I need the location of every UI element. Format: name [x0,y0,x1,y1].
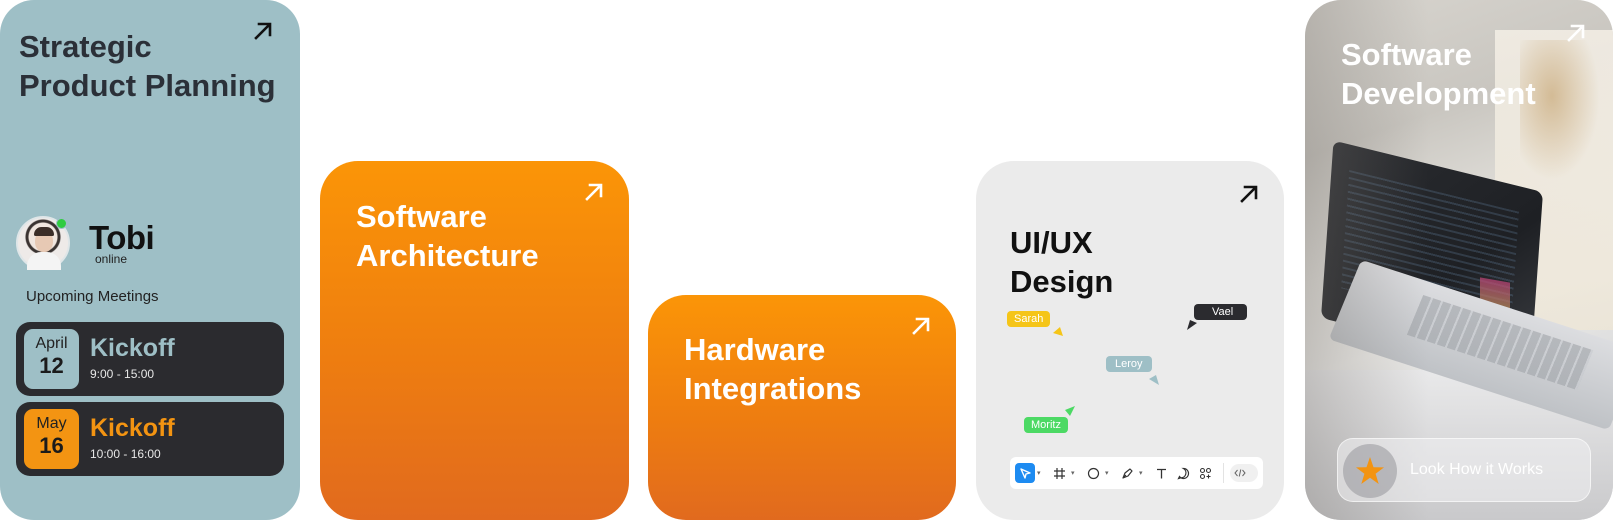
card-title: UI/UX Design [1010,223,1113,301]
components-tool-icon[interactable] [1195,463,1215,483]
meeting-item[interactable]: April 12 Kickoff 9:00 - 15:00 [16,322,284,396]
meeting-title: Kickoff [90,334,175,362]
chevron-down-icon[interactable]: ▾ [1071,470,1075,477]
toolbar-divider [1223,463,1224,483]
collaborator-tag-moritz: Moritz [1024,417,1068,433]
collaborator-tag-sarah: Sarah [1007,311,1051,327]
pen-tool-icon[interactable] [1117,463,1137,483]
look-how-it-works-label: Look How it Works [1410,461,1544,478]
meeting-time: 9:00 - 15:00 [90,367,155,381]
collaborator-tag-vael: Vael [1194,304,1248,320]
card-title: Strategic Product Planning [19,27,276,105]
text-tool-icon[interactable] [1151,463,1171,483]
cursor-icon [1148,374,1160,386]
user-name: Tobi [89,219,155,256]
arrow-up-right-icon[interactable] [252,20,274,42]
collaborator-tag-leroy: Leroy [1106,356,1152,372]
hardware-integrations-card[interactable]: Hardware Integrations [648,295,956,520]
arrow-up-right-icon[interactable] [1238,183,1260,205]
chevron-down-icon[interactable]: ▾ [1105,470,1109,477]
card-title-line1: Hardware [684,332,826,367]
card-title: Software Architecture [356,197,539,275]
software-development-card[interactable]: Software Development Look How it Works [1305,0,1613,520]
image-shading [1305,0,1613,520]
user-status: online [95,252,128,266]
meeting-date: April 12 [24,329,79,389]
shape-tool-icon[interactable] [1083,463,1103,483]
cursor-icon [1064,405,1076,417]
design-toolbar: ▾ ▾ ▾ ▾ [1010,457,1263,489]
avatar-hair [34,227,54,236]
card-title: Hardware Integrations [684,330,861,408]
card-title-line2: Design [1010,264,1114,299]
meeting-time: 10:00 - 16:00 [90,447,161,461]
chevron-down-icon[interactable]: ▾ [1037,470,1041,477]
software-architecture-card[interactable]: Software Architecture [320,161,629,520]
star-icon [1356,457,1384,484]
meeting-date: May 16 [24,409,79,469]
cursor-icon [1052,326,1064,338]
arrow-up-right-icon[interactable] [1565,22,1587,44]
meeting-day: 12 [39,353,64,378]
strategic-product-planning-card[interactable]: Strategic Product Planning Tobi online U… [0,0,300,520]
chevron-down-icon[interactable]: ▾ [1139,470,1143,477]
meeting-day: 16 [39,433,64,458]
comment-tool-icon[interactable] [1173,463,1193,483]
meeting-title: Kickoff [90,414,175,442]
upcoming-meetings-heading: Upcoming Meetings [26,288,159,305]
meeting-item[interactable]: May 16 Kickoff 10:00 - 16:00 [16,402,284,476]
card-title-line2: Architecture [356,238,539,273]
ui-ux-design-card[interactable]: UI/UX Design Sarah Vael Leroy Moritz ▾ ▾… [976,161,1284,520]
move-tool-icon[interactable] [1015,463,1035,483]
card-title-line1: Software [1341,37,1472,72]
card-title-line2: Integrations [684,371,862,406]
card-title-line1: Software [356,199,487,234]
card-title-line2: Product Planning [19,68,276,103]
dev-mode-toggle-icon[interactable] [1230,464,1258,482]
card-title-line2: Development [1341,76,1536,111]
arrow-up-right-icon[interactable] [583,181,605,203]
online-status-dot [56,218,67,229]
frame-tool-icon[interactable] [1049,463,1069,483]
meeting-month: April [35,335,68,352]
card-title-line1: UI/UX [1010,225,1093,260]
avatar-body [27,252,61,270]
card-title: Software Development [1341,35,1536,113]
look-how-it-works-button[interactable]: Look How it Works [1337,438,1591,502]
background-plant [1520,40,1600,180]
card-title-line1: Strategic [19,29,152,64]
meeting-month: May [36,415,67,432]
arrow-up-right-icon[interactable] [910,315,932,337]
cursor-icon [1186,319,1198,331]
star-icon-badge [1343,444,1397,498]
